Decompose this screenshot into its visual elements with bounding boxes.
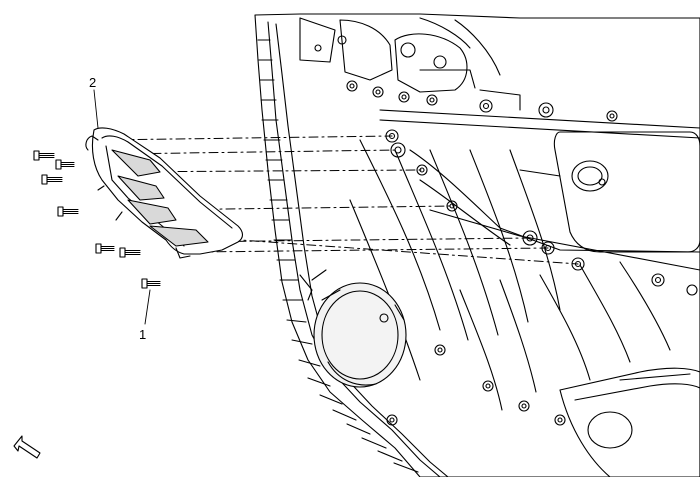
screw (55, 159, 75, 170)
screw (95, 243, 115, 254)
flange-ribs (257, 39, 419, 473)
channel-bosses (385, 129, 698, 296)
callout-label-2: 2 (89, 75, 97, 90)
screw (33, 150, 55, 161)
pull-cup (553, 131, 700, 253)
panel-contours (349, 139, 671, 411)
armrest-channel (379, 109, 700, 271)
mounting-studs (346, 80, 618, 122)
trim-bezel (85, 127, 244, 259)
screw (119, 247, 141, 258)
screw (41, 174, 63, 185)
callout-label-1: 1 (139, 327, 147, 342)
callout-leaders (93, 89, 151, 325)
leader-2 (93, 89, 99, 129)
leader-1 (144, 289, 151, 325)
lower-clips (299, 269, 566, 426)
door-trim-panel (254, 13, 700, 478)
speaker-opening (313, 282, 407, 388)
screw (141, 278, 161, 289)
view-direction-arrow-icon (13, 435, 41, 459)
screw (57, 206, 79, 217)
screws (33, 150, 161, 289)
latch-mechanism (299, 17, 521, 111)
